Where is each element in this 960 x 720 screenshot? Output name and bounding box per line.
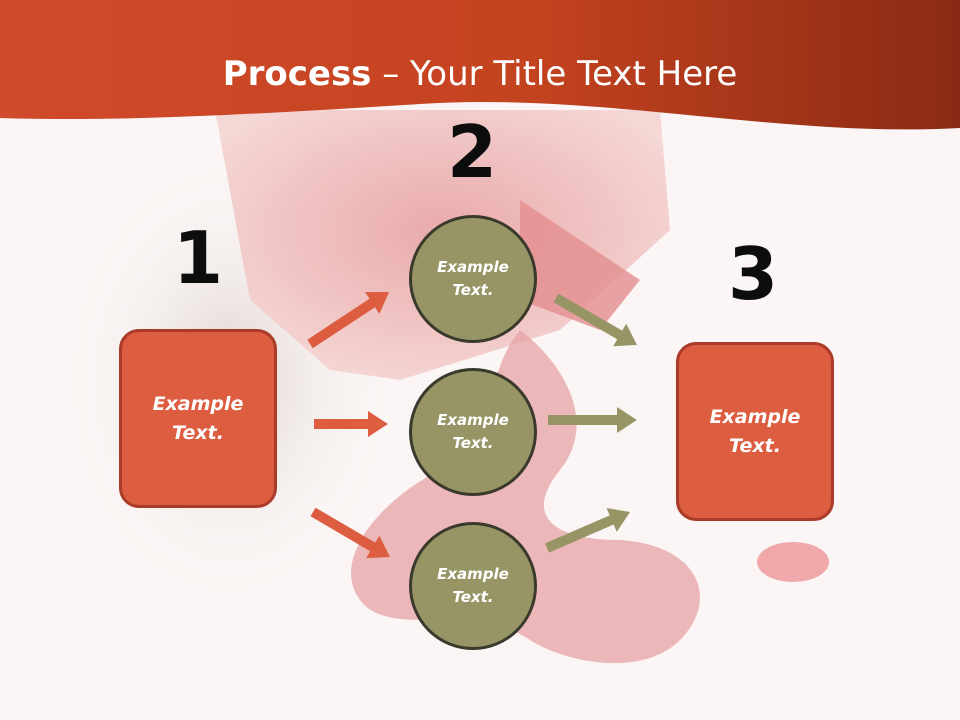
slide-title: Process – Your Title Text Here (0, 52, 960, 96)
step-2-text-bottom: Example Text. (437, 565, 509, 606)
step-2-circle-middle: Example Text. (409, 368, 537, 496)
title-banner (0, 0, 960, 130)
arrows-left (307, 292, 390, 559)
step-number-2: 2 (446, 110, 498, 194)
title-strong: Process (222, 54, 372, 94)
arrow-1-to-2-bottom (310, 507, 390, 559)
arrow-2-to-3-middle (548, 407, 637, 433)
arrow-1-to-2-middle (314, 411, 388, 437)
step-2-text-middle: Example Text. (437, 411, 509, 452)
bottle-neck-shape (520, 200, 640, 330)
step-1-text: Example Text. (152, 392, 244, 444)
step-1-box: Example Text. (119, 329, 277, 508)
arrow-2-to-3-bottom (545, 508, 630, 553)
step-2-text-top: Example Text. (437, 258, 509, 299)
arrow-1-to-2-top (307, 292, 389, 349)
step-3-box: Example Text. (676, 342, 834, 521)
step-2-circle-bottom: Example Text. (409, 522, 537, 650)
spill-drop (757, 542, 829, 582)
arrow-2-to-3-top (553, 293, 637, 347)
step-number-3: 3 (727, 232, 779, 316)
title-rest: – Your Title Text Here (371, 54, 738, 94)
step-number-1: 1 (172, 216, 224, 300)
arrows-right (545, 293, 637, 553)
step-2-circle-top: Example Text. (409, 215, 537, 343)
step-3-text: Example Text. (709, 405, 801, 457)
